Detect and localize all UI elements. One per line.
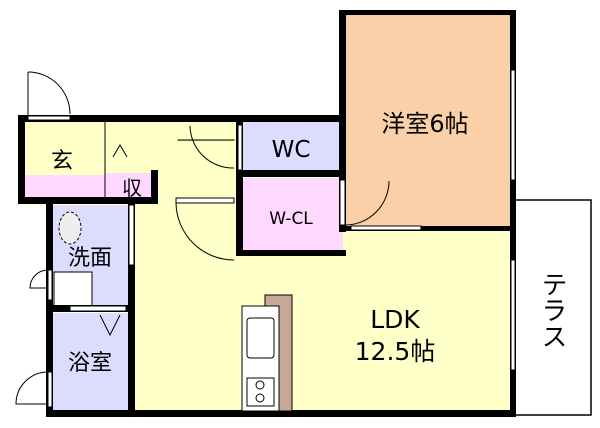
label-washroom: 洗面 <box>68 246 112 271</box>
western-room <box>343 10 513 232</box>
sink-icon <box>246 317 275 359</box>
label-western-room: 洋室6帖 <box>381 110 468 138</box>
label-bathroom: 浴室 <box>68 351 112 376</box>
washing-machine-area <box>53 271 93 307</box>
bathroom <box>52 313 130 412</box>
storage <box>105 173 155 197</box>
label-walk-in-closet: W-CL <box>269 209 313 229</box>
wc-room <box>240 122 343 172</box>
ldk-room <box>133 205 513 412</box>
label-ldk-size: 12.5帖 <box>355 337 436 366</box>
walk-in-closet <box>240 178 343 252</box>
stove-icon <box>246 377 275 407</box>
doors <box>15 69 516 408</box>
label-storage: 収 <box>122 176 142 200</box>
washbasin-icon <box>58 211 82 245</box>
entrance-shoe-shelf <box>20 175 105 197</box>
label-terrace: テラス <box>537 271 567 349</box>
label-entrance: 玄 <box>51 149 73 174</box>
label-ldk: LDK <box>370 305 420 334</box>
label-wc: WC <box>272 137 311 163</box>
terrace <box>512 199 592 416</box>
